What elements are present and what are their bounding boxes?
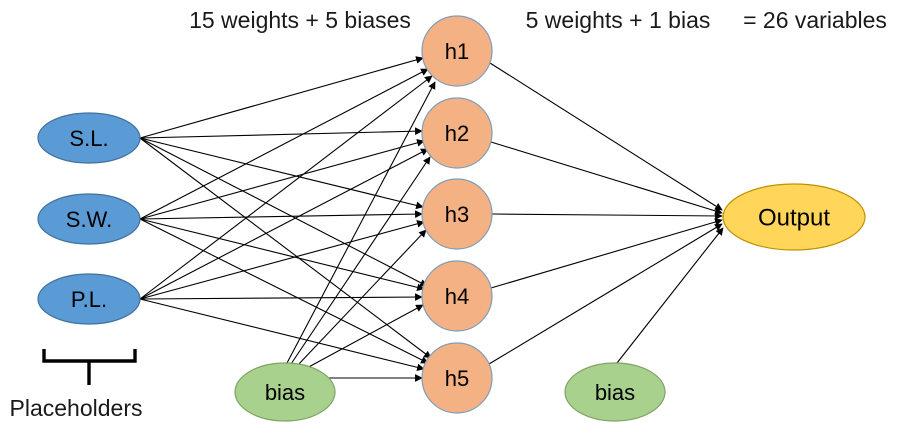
node-hidden-h2-label: h2 (445, 121, 469, 146)
node-bias-output-shape[interactable] (564, 362, 666, 422)
node-input-sl-label: S.L. (69, 126, 108, 151)
output-layer: Output (722, 183, 866, 251)
node-hidden-h3-shape[interactable] (421, 178, 493, 250)
node-output[interactable]: Output (722, 183, 866, 251)
input-layer: S.L. S.W. P.L. (37, 112, 141, 325)
annotation-hidden-params: 15 weights + 5 biases (189, 7, 411, 33)
edges-bias2-to-output (616, 227, 724, 364)
edge-sl-h1 (139, 56, 424, 139)
edge-pl-h5 (139, 298, 425, 372)
edges-input-to-hidden (139, 56, 433, 372)
edge-h1-output (489, 62, 723, 211)
edge-bias1-h2 (290, 156, 431, 365)
edge-sw-h3 (139, 210, 423, 220)
node-hidden-h4-label: h4 (445, 284, 469, 309)
node-hidden-h5-label: h5 (445, 366, 469, 391)
node-output-label: Output (758, 204, 830, 231)
edge-bias2-output (616, 227, 724, 364)
node-bias-output[interactable]: bias (564, 362, 666, 422)
edge-sw-h5 (139, 218, 429, 364)
edge-bias1-h1 (286, 81, 436, 364)
edge-pl-h2 (139, 148, 429, 300)
edge-sl-h4 (139, 137, 428, 287)
node-hidden-h2[interactable]: h2 (421, 97, 493, 169)
edge-h4-output (490, 218, 723, 289)
edge-bias1-h4 (304, 304, 424, 370)
edge-bias1-h3 (296, 229, 427, 367)
node-input-sl-shape[interactable] (37, 112, 141, 164)
placeholders-brace-icon (42, 349, 137, 385)
edge-pl-h4 (139, 293, 423, 301)
node-hidden-h4[interactable]: h4 (421, 260, 493, 332)
node-output-shape[interactable] (722, 183, 866, 251)
edge-sw-h2 (139, 139, 425, 220)
node-hidden-h3[interactable]: h3 (421, 178, 493, 250)
edge-h2-output (490, 141, 723, 215)
node-hidden-h1-label: h1 (445, 39, 469, 64)
node-hidden-h3-label: h3 (445, 202, 469, 227)
edge-pl-h3 (139, 220, 425, 300)
edge-sw-h1 (139, 68, 429, 220)
node-hidden-h1-shape[interactable] (421, 15, 493, 87)
node-hidden-h5-shape[interactable] (421, 342, 493, 414)
edge-h5-output (488, 223, 723, 365)
node-hidden-h2-shape[interactable] (421, 97, 493, 169)
node-hidden-h4-shape[interactable] (421, 260, 493, 332)
node-input-pl[interactable]: P.L. (37, 273, 141, 325)
edge-sw-h4 (139, 218, 425, 292)
edges-hidden-to-output (488, 62, 723, 365)
node-input-sw-shape[interactable] (37, 193, 141, 245)
node-hidden-h1[interactable]: h1 (421, 15, 493, 87)
node-bias-output-label: bias (595, 380, 635, 405)
node-input-sw[interactable]: S.W. (37, 193, 141, 245)
edge-pl-h1 (139, 75, 433, 300)
node-bias-hidden[interactable]: bias (234, 362, 336, 422)
node-hidden-h5[interactable]: h5 (421, 342, 493, 414)
annotation-output-params: 5 weights + 1 bias (526, 7, 711, 33)
node-bias-hidden-shape[interactable] (234, 362, 336, 422)
edge-sl-h2 (139, 127, 423, 139)
node-input-pl-label: P.L. (71, 287, 107, 312)
bias-nodes: bias bias (234, 362, 666, 422)
node-bias-hidden-label: bias (265, 380, 305, 405)
hidden-layer: h1 h2 h3 h4 h5 (421, 15, 493, 414)
edge-sl-h5 (139, 137, 432, 359)
annotations: 15 weights + 5 biases 5 weights + 1 bias… (189, 7, 887, 33)
node-input-pl-shape[interactable] (37, 273, 141, 325)
edge-h3-output (491, 212, 723, 220)
node-input-sw-label: S.W. (66, 207, 112, 232)
placeholders-group: Placeholders (10, 349, 143, 421)
placeholders-label: Placeholders (10, 395, 143, 421)
node-input-sl[interactable]: S.L. (37, 112, 141, 164)
edges-bias-to-hidden (286, 81, 436, 382)
annotation-total-params: = 26 variables (743, 7, 887, 33)
